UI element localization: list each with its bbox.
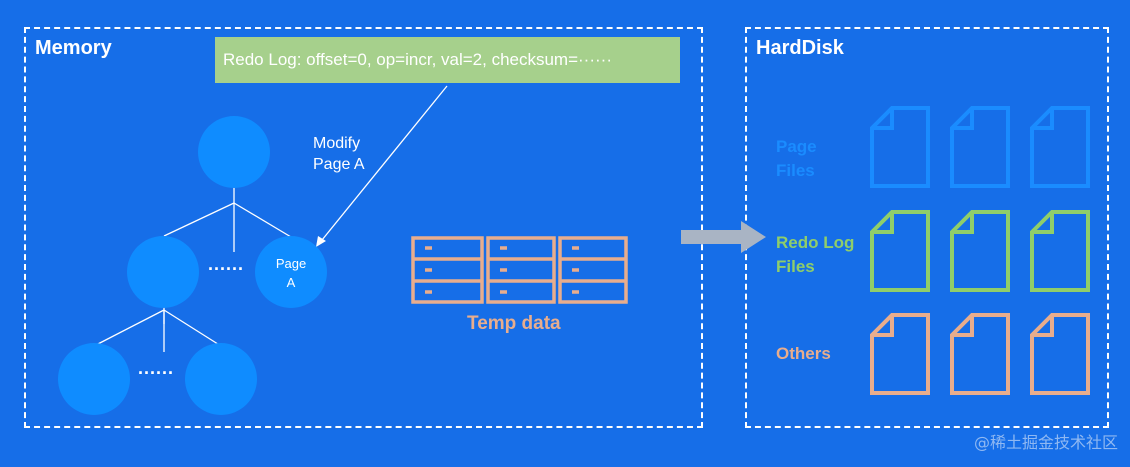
tree-edge: [163, 309, 222, 347]
redo-log-files-label-line1: Redo Log: [776, 233, 855, 252]
tree-leaf-node: [185, 343, 257, 415]
modify-label-line1: Modify: [313, 135, 361, 152]
tree-root-node: [198, 116, 270, 188]
tree-edge: [163, 202, 235, 237]
other-file-icon: [950, 313, 1010, 395]
harddisk-title: HardDisk: [756, 37, 844, 59]
server-rack-icon: [411, 236, 484, 304]
page-a-label-line2: A: [286, 275, 296, 290]
redo-log-file-icon: [1030, 210, 1090, 292]
other-file-icon: [870, 313, 930, 395]
page-file-icon: [870, 106, 930, 188]
other-file-icon: [1030, 313, 1090, 395]
tree-edge: [93, 309, 165, 347]
tree-leaf-node: [58, 343, 130, 415]
page-a-label-line1: Page: [275, 256, 307, 271]
tree-child-node: [127, 236, 199, 308]
page-file-icon: [1030, 106, 1090, 188]
redo-log-file-icon: [950, 210, 1010, 292]
tree-edge: [233, 202, 292, 238]
server-rack-icons: [411, 236, 628, 304]
temp-data-label: Temp data: [467, 313, 561, 334]
page-files-label-line1: Page: [776, 137, 817, 156]
redo-log-banner: Redo Log: offset=0, op=incr, val=2, chec…: [215, 37, 680, 83]
modify-arrow-line: [321, 85, 448, 241]
sibling-ellipsis: ......: [208, 254, 245, 274]
redo-log-file-icon: [870, 210, 930, 292]
redo-log-files-label-line2: Files: [776, 257, 815, 276]
page-files-label-line2: Files: [776, 161, 815, 180]
server-rack-icon: [486, 236, 556, 304]
watermark: @稀土掘金技术社区: [973, 433, 1118, 452]
memory-title: Memory: [35, 37, 112, 59]
modify-arrow-head: [316, 236, 326, 247]
server-rack-icon: [558, 236, 628, 304]
leaf-ellipsis: ......: [138, 358, 175, 378]
page-file-icon: [950, 106, 1010, 188]
memory-region: Memory: [24, 27, 703, 428]
others-files-label: Others: [776, 344, 831, 363]
page-a-node: [255, 236, 327, 308]
right-arrow-icon: [681, 221, 766, 253]
modify-label-line2: Page A: [313, 156, 365, 173]
